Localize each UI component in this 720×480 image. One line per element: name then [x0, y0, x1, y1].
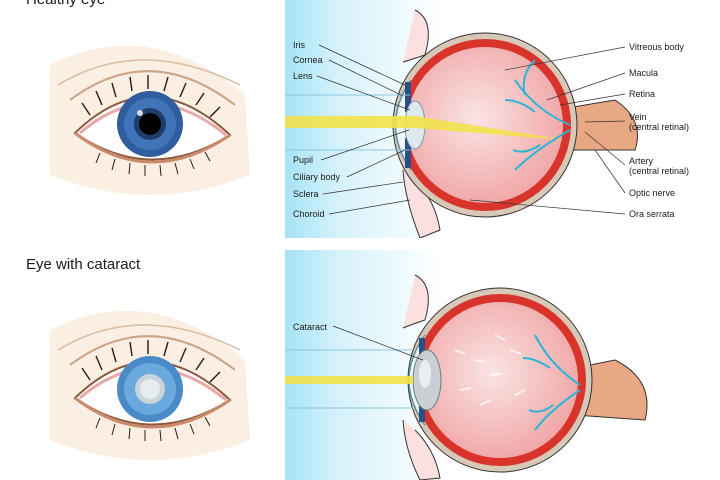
- label-retina: Retina: [629, 89, 655, 99]
- cataract-eye-cross-section: Cataract: [285, 250, 648, 480]
- label-ciliary-body: Ciliary body: [293, 172, 341, 182]
- label-artery: Artery: [629, 156, 654, 166]
- cataract-external-eye: [40, 290, 260, 470]
- label-macula: Macula: [629, 68, 658, 78]
- label-iris: Iris: [293, 40, 305, 50]
- label-ora-serrata: Ora serrata: [629, 209, 675, 219]
- label-optic-nerve: Optic nerve: [629, 188, 675, 198]
- label-cornea: Cornea: [293, 55, 323, 65]
- label-vein: Vein: [629, 112, 647, 122]
- healthy-external-eye: [40, 25, 260, 205]
- label-vitreous-body: Vitreous body: [629, 42, 684, 52]
- label-vein-sub: (central retinal): [629, 122, 689, 132]
- label-lens: Lens: [293, 71, 313, 81]
- label-pupil: Pupil: [293, 155, 313, 165]
- label-choroid: Choroid: [293, 209, 325, 219]
- healthy-eye-title: Healthy eye: [26, 0, 105, 8]
- label-sclera: Sclera: [293, 189, 319, 199]
- label-cataract: Cataract: [293, 322, 328, 332]
- healthy-eye-cross-section: Iris Cornea Lens Pupil Ciliary body Scle…: [285, 0, 689, 238]
- label-artery-sub: (central retinal): [629, 166, 689, 176]
- cataract-eye-title: Eye with cataract: [26, 256, 141, 273]
